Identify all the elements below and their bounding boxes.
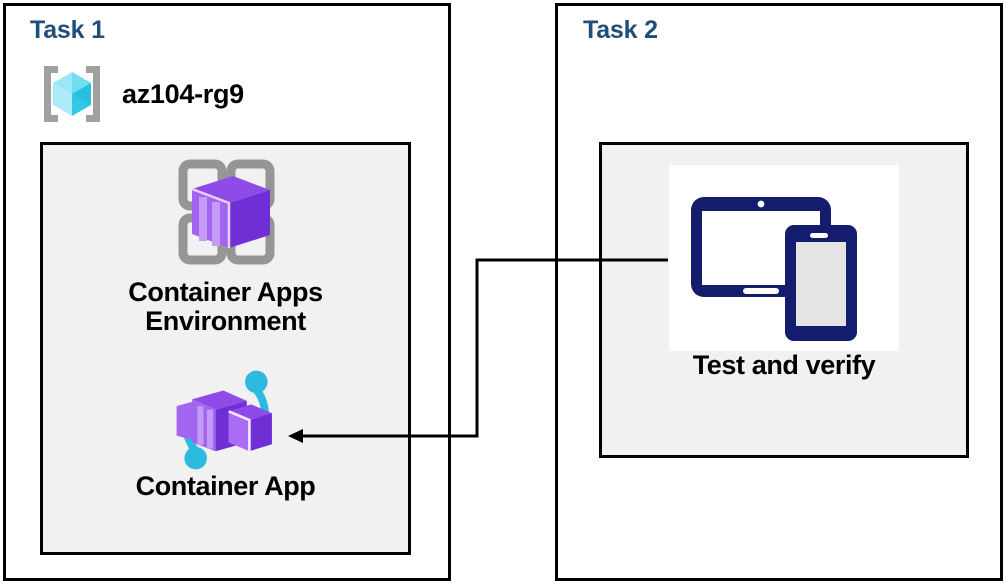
- resource-group-label: az104-rg9: [122, 78, 244, 109]
- container-apps-environment-icon: [161, 150, 291, 278]
- container-app-item[interactable]: Container App: [40, 368, 411, 501]
- resource-group-icon: [36, 58, 108, 130]
- test-and-verify-label: Test and verify: [692, 350, 876, 380]
- resource-group-header: az104-rg9: [36, 58, 244, 130]
- task-2-title: Task 2: [583, 16, 658, 44]
- container-app-label: Container App: [135, 471, 316, 501]
- task-1-title: Task 1: [30, 16, 105, 44]
- container-apps-environment-item[interactable]: Container Apps Environment: [40, 150, 411, 336]
- container-apps-environment-label: Container Apps Environment: [128, 277, 323, 337]
- container-app-icon: [161, 368, 291, 472]
- test-and-verify-item[interactable]: Test and verify: [599, 165, 969, 380]
- test-and-verify-devices-icon: [669, 165, 899, 351]
